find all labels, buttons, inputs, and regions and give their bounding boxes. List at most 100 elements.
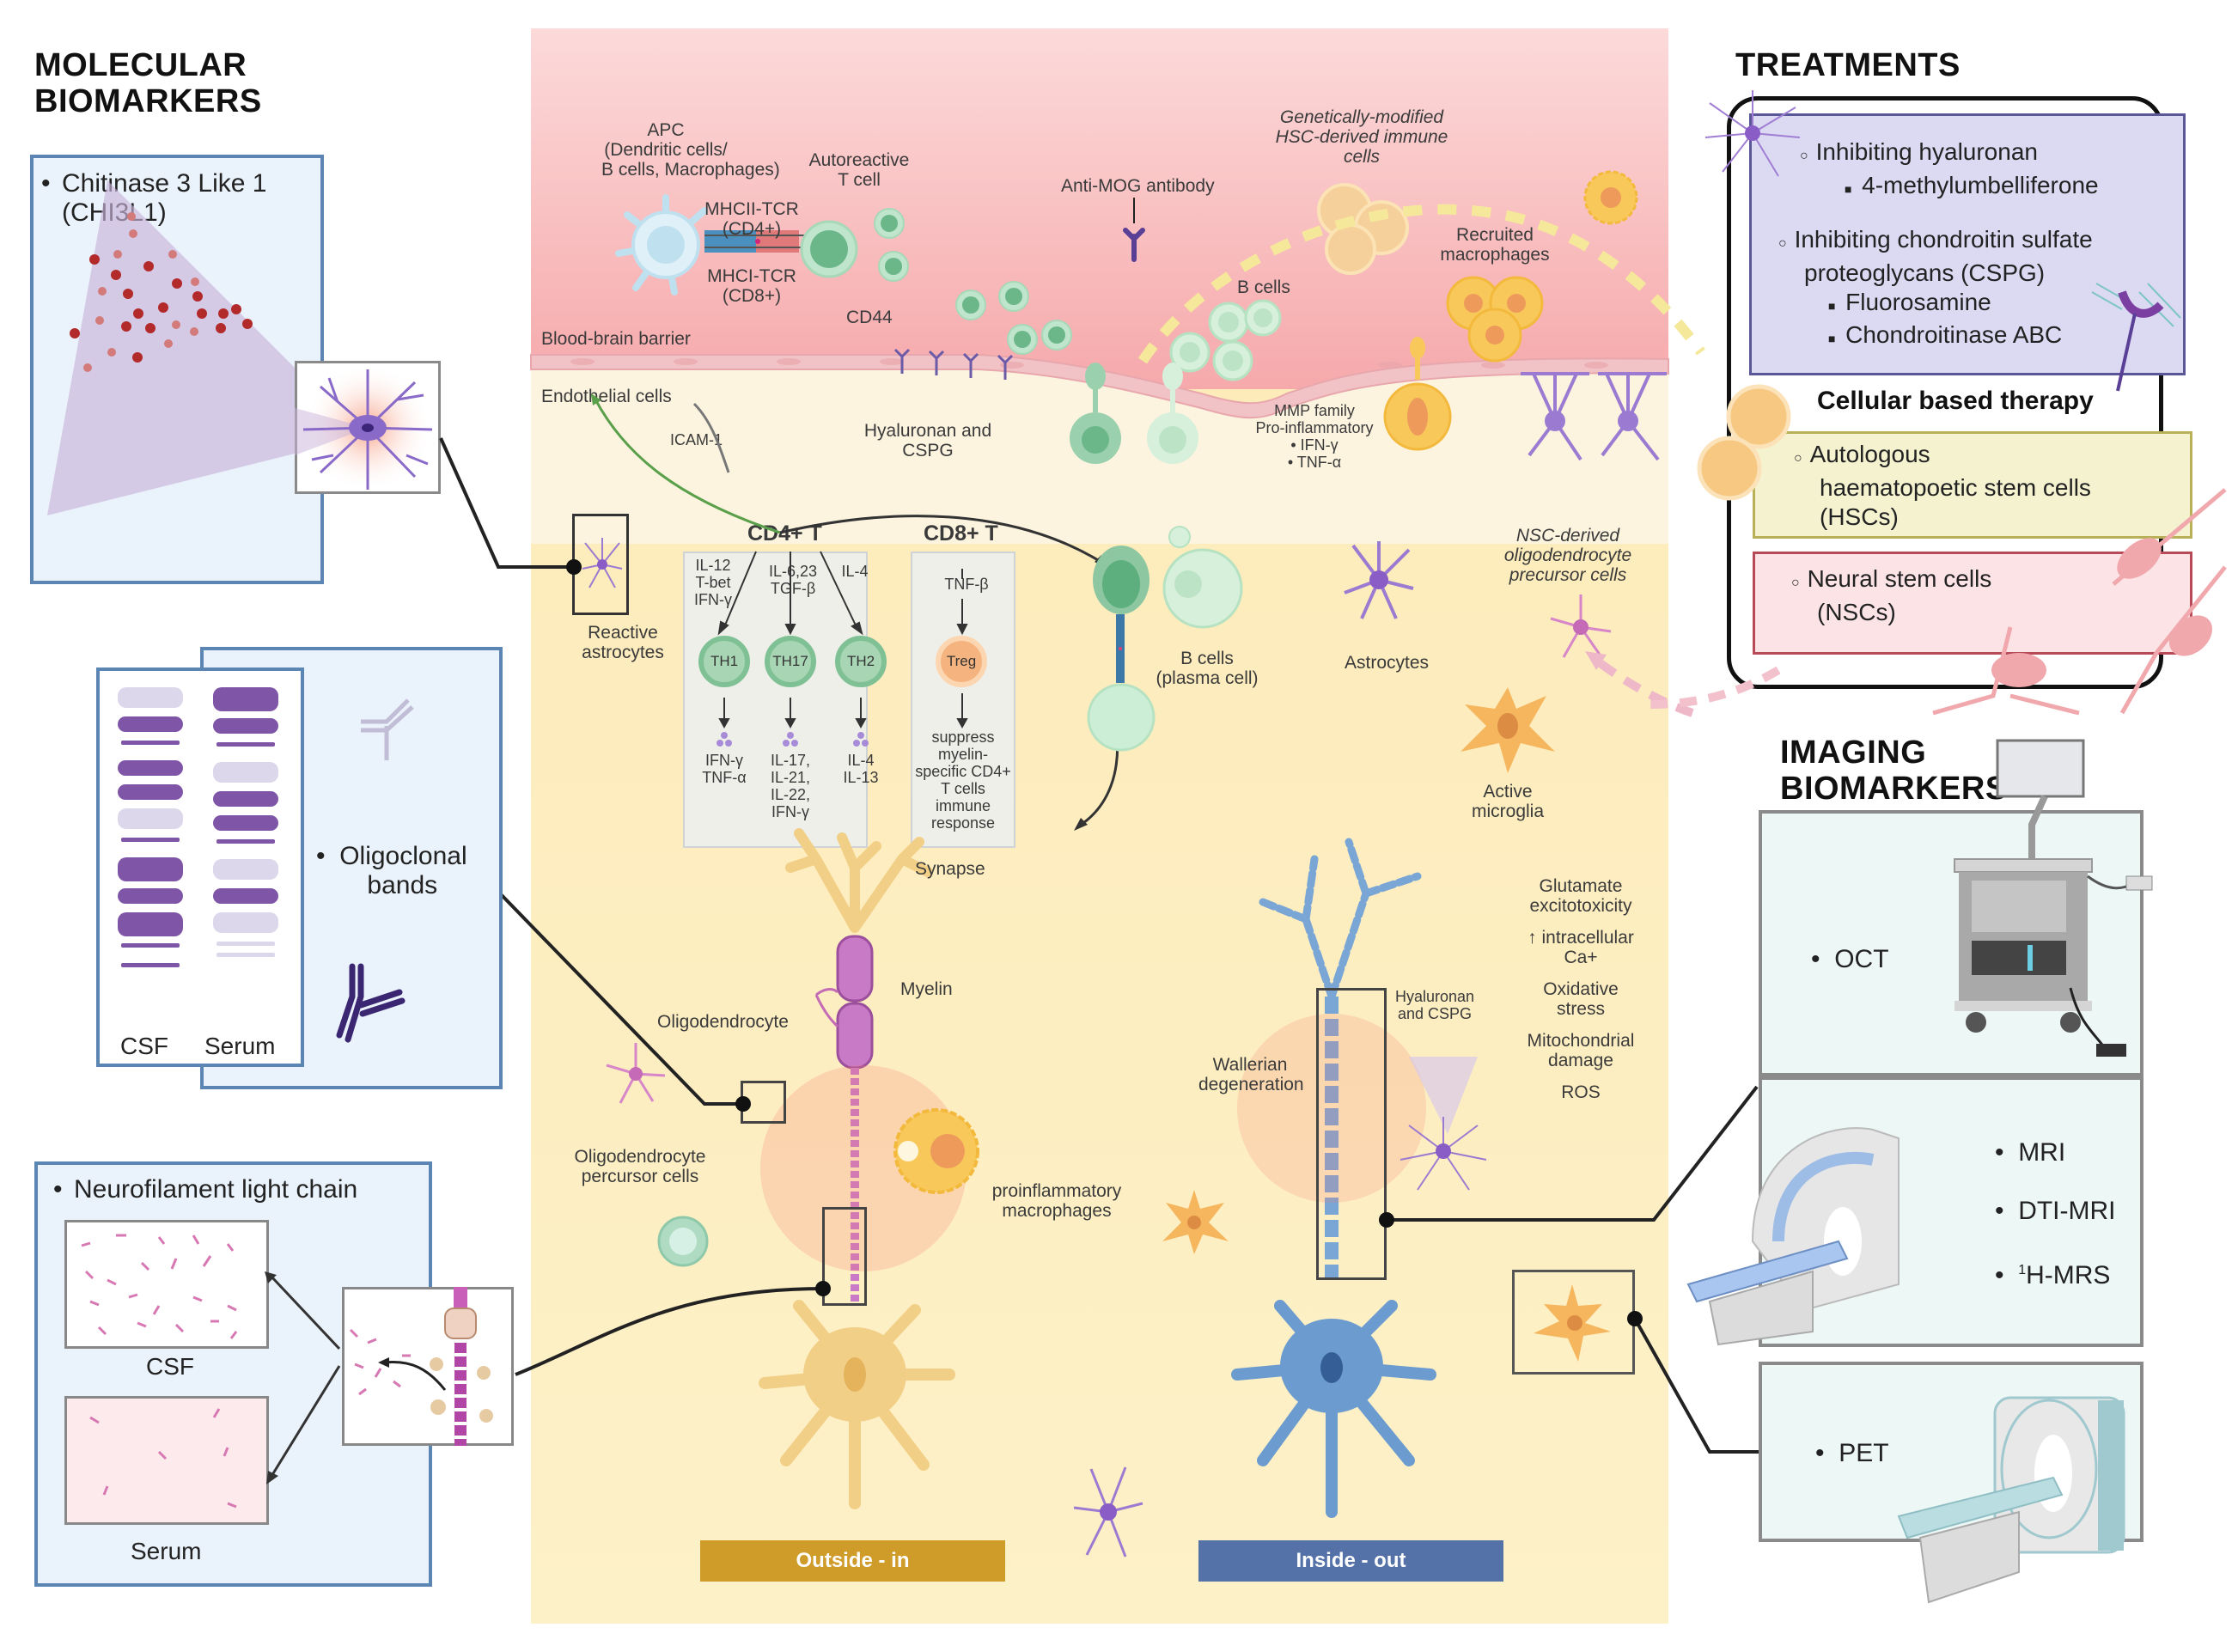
oct-device-icon xyxy=(1954,739,2153,1057)
nfl-title: Neurofilament light chain xyxy=(74,1175,358,1204)
label-line: astrocytes xyxy=(582,643,664,662)
th1-output: IFN-γ TNF-α xyxy=(698,752,750,786)
title-line: BIOMARKERS xyxy=(34,83,262,119)
label-line: MHCII-TCR xyxy=(704,199,799,219)
neural-stem-cells-icon xyxy=(1932,488,2227,716)
active-microglia-icon xyxy=(1460,687,1555,773)
label-line: ROS xyxy=(1561,1082,1601,1102)
reactive-astrocyte-zoom-icon xyxy=(295,363,433,492)
pet-item: • PET xyxy=(1815,1439,1889,1467)
endothelial-layer xyxy=(530,354,1669,419)
gel-band-dark-large xyxy=(118,857,183,881)
perivascular-astrocytes-icon xyxy=(1521,372,1667,461)
gm-hsc-cells-label: Genetically-modified HSC-derived immune … xyxy=(1237,107,1486,167)
th1-cell: TH1 xyxy=(698,636,750,687)
astrocyte-bottom-icon xyxy=(1073,1466,1143,1558)
connector-dot xyxy=(566,559,582,575)
label-line: microglia xyxy=(1471,802,1545,821)
hsc-therapy-box xyxy=(1753,431,2192,539)
cd4-t-panel xyxy=(683,552,868,848)
gel-band-light xyxy=(213,859,278,880)
b-cells-cluster-icon xyxy=(1169,299,1282,381)
nfl-csf-label: CSF xyxy=(146,1353,194,1380)
connector-nfl xyxy=(515,1287,824,1376)
nfl-serum-fragments xyxy=(89,1408,237,1509)
plasma-b-cell-icon xyxy=(1087,526,1243,752)
label-line: Wallerian xyxy=(1212,1055,1288,1075)
connector-astrocyte xyxy=(439,437,574,569)
proinflammatory-macrophage-icon xyxy=(893,1108,979,1194)
gel-band-light xyxy=(118,808,183,829)
blood-brain-barrier-label: Blood-brain barrier xyxy=(541,329,691,349)
treatment-sub: Fluorosamine xyxy=(1845,289,1991,315)
label-line: B cells xyxy=(1180,649,1234,668)
apc-cell-icon xyxy=(615,194,708,296)
th2-output: IL-4 IL-13 xyxy=(835,752,887,786)
pet-scanner-icon xyxy=(1897,1396,2125,1604)
treatment-sub: Chondroitinase ABC xyxy=(1845,321,2063,348)
gel-band-thin xyxy=(216,742,275,747)
icam-1-label: ICAM-1 xyxy=(670,431,723,448)
treatment-label: Autologous xyxy=(1809,441,1930,467)
reactive-astrocytes-label: Reactive astrocytes xyxy=(567,623,679,662)
gel-band-thin-light xyxy=(216,953,275,957)
cd4-input-th17: IL-6,23 TGF-β xyxy=(767,563,819,597)
label-line: oligodendrocyte xyxy=(1503,546,1632,565)
h-mrs-label: H-MRS xyxy=(2026,1261,2111,1289)
hyaluronan-cspg-label: Hyaluronan and CSPG xyxy=(855,421,1001,460)
connector-dot xyxy=(1627,1311,1643,1326)
antibody-outline-icon xyxy=(361,698,414,760)
h-mrs-superscript: 1 xyxy=(2018,1263,2027,1277)
inside-out-tag: Inside - out xyxy=(1198,1540,1503,1582)
anti-mog-antibody-icon xyxy=(1123,198,1145,262)
label-line: IL-21, xyxy=(770,769,811,786)
b-cells-label: B cells xyxy=(1237,277,1290,297)
pet-label: PET xyxy=(1839,1439,1889,1467)
oct-item: • OCT xyxy=(1811,945,1889,973)
cd8-input-label: TNF-β xyxy=(944,576,989,593)
h-mrs-item: • 1H-MRS xyxy=(1995,1261,2111,1289)
imaging-biomarkers-title: IMAGING BIOMARKERS xyxy=(1780,735,2008,807)
connector-pet xyxy=(1633,1318,1761,1454)
label-line: IL-6,23 xyxy=(768,563,818,580)
label-line: MHCI-TCR xyxy=(707,266,796,286)
treg-output: suppress myelin- specific CD4+ T cells i… xyxy=(911,728,1015,832)
th17-cell: TH17 xyxy=(765,636,816,687)
gel-serum-label: Serum xyxy=(204,1033,276,1059)
astrocyte-icon xyxy=(1344,541,1414,619)
gel-lane-serum xyxy=(213,687,278,1031)
label-line: Hyaluronan and xyxy=(863,421,992,441)
nfl-serum-box xyxy=(64,1396,269,1525)
treatment-label: Inhibiting hyaluronan xyxy=(1815,138,2038,165)
mhci-tcr-label: MHCI-TCR (CD8+) xyxy=(704,266,799,306)
label-line: IFN-γ xyxy=(705,752,743,769)
title-line: MOLECULAR xyxy=(34,47,247,83)
dashed-migration-arrow xyxy=(1138,204,1705,364)
label-line: TGF-β xyxy=(770,580,816,597)
label-line: Mitochondrial xyxy=(1527,1031,1635,1051)
th2-cell: TH2 xyxy=(835,636,887,687)
apc-label-line: (Dendritic cells/ xyxy=(604,140,728,160)
nsc-derived-opc-label: NSC-derived oligodendrocyte precursor ce… xyxy=(1491,526,1645,585)
cspg-molecule-icon xyxy=(2091,283,2181,392)
anti-mog-antibody-label: Anti-MOG antibody xyxy=(1061,176,1215,196)
cd44-label: CD44 xyxy=(846,308,893,327)
autoreactive-t-cell-label: Autoreactive T cell xyxy=(795,150,924,190)
oligodendrocyte-label: Oligodendrocyte xyxy=(657,1012,789,1032)
label-line: Oxidative xyxy=(1543,979,1619,999)
mri-item: • MRI xyxy=(1995,1138,2066,1167)
mmp-family-label: MMP family Pro-inflammatory • IFN-γ • TN… xyxy=(1229,402,1400,471)
mmp-item-text: IFN-γ xyxy=(1300,436,1339,454)
apc-label-line: APC xyxy=(647,120,685,140)
label-line: excitotoxicity xyxy=(1529,896,1632,916)
label-line: IFN-γ xyxy=(771,803,809,820)
connector-dot xyxy=(1379,1212,1394,1228)
label-line: precursor cells xyxy=(1509,565,1627,585)
gel-band-light xyxy=(213,762,278,783)
mhc-tcr-complex-icon xyxy=(704,230,816,253)
pharmacological-box xyxy=(1749,113,2186,375)
treatment-label-2: proteoglycans (CSPG) xyxy=(1804,259,2046,286)
label-line: Autoreactive xyxy=(808,150,910,170)
t-cells-in-blood-icon xyxy=(874,208,1072,355)
connector-dot xyxy=(735,1096,751,1112)
